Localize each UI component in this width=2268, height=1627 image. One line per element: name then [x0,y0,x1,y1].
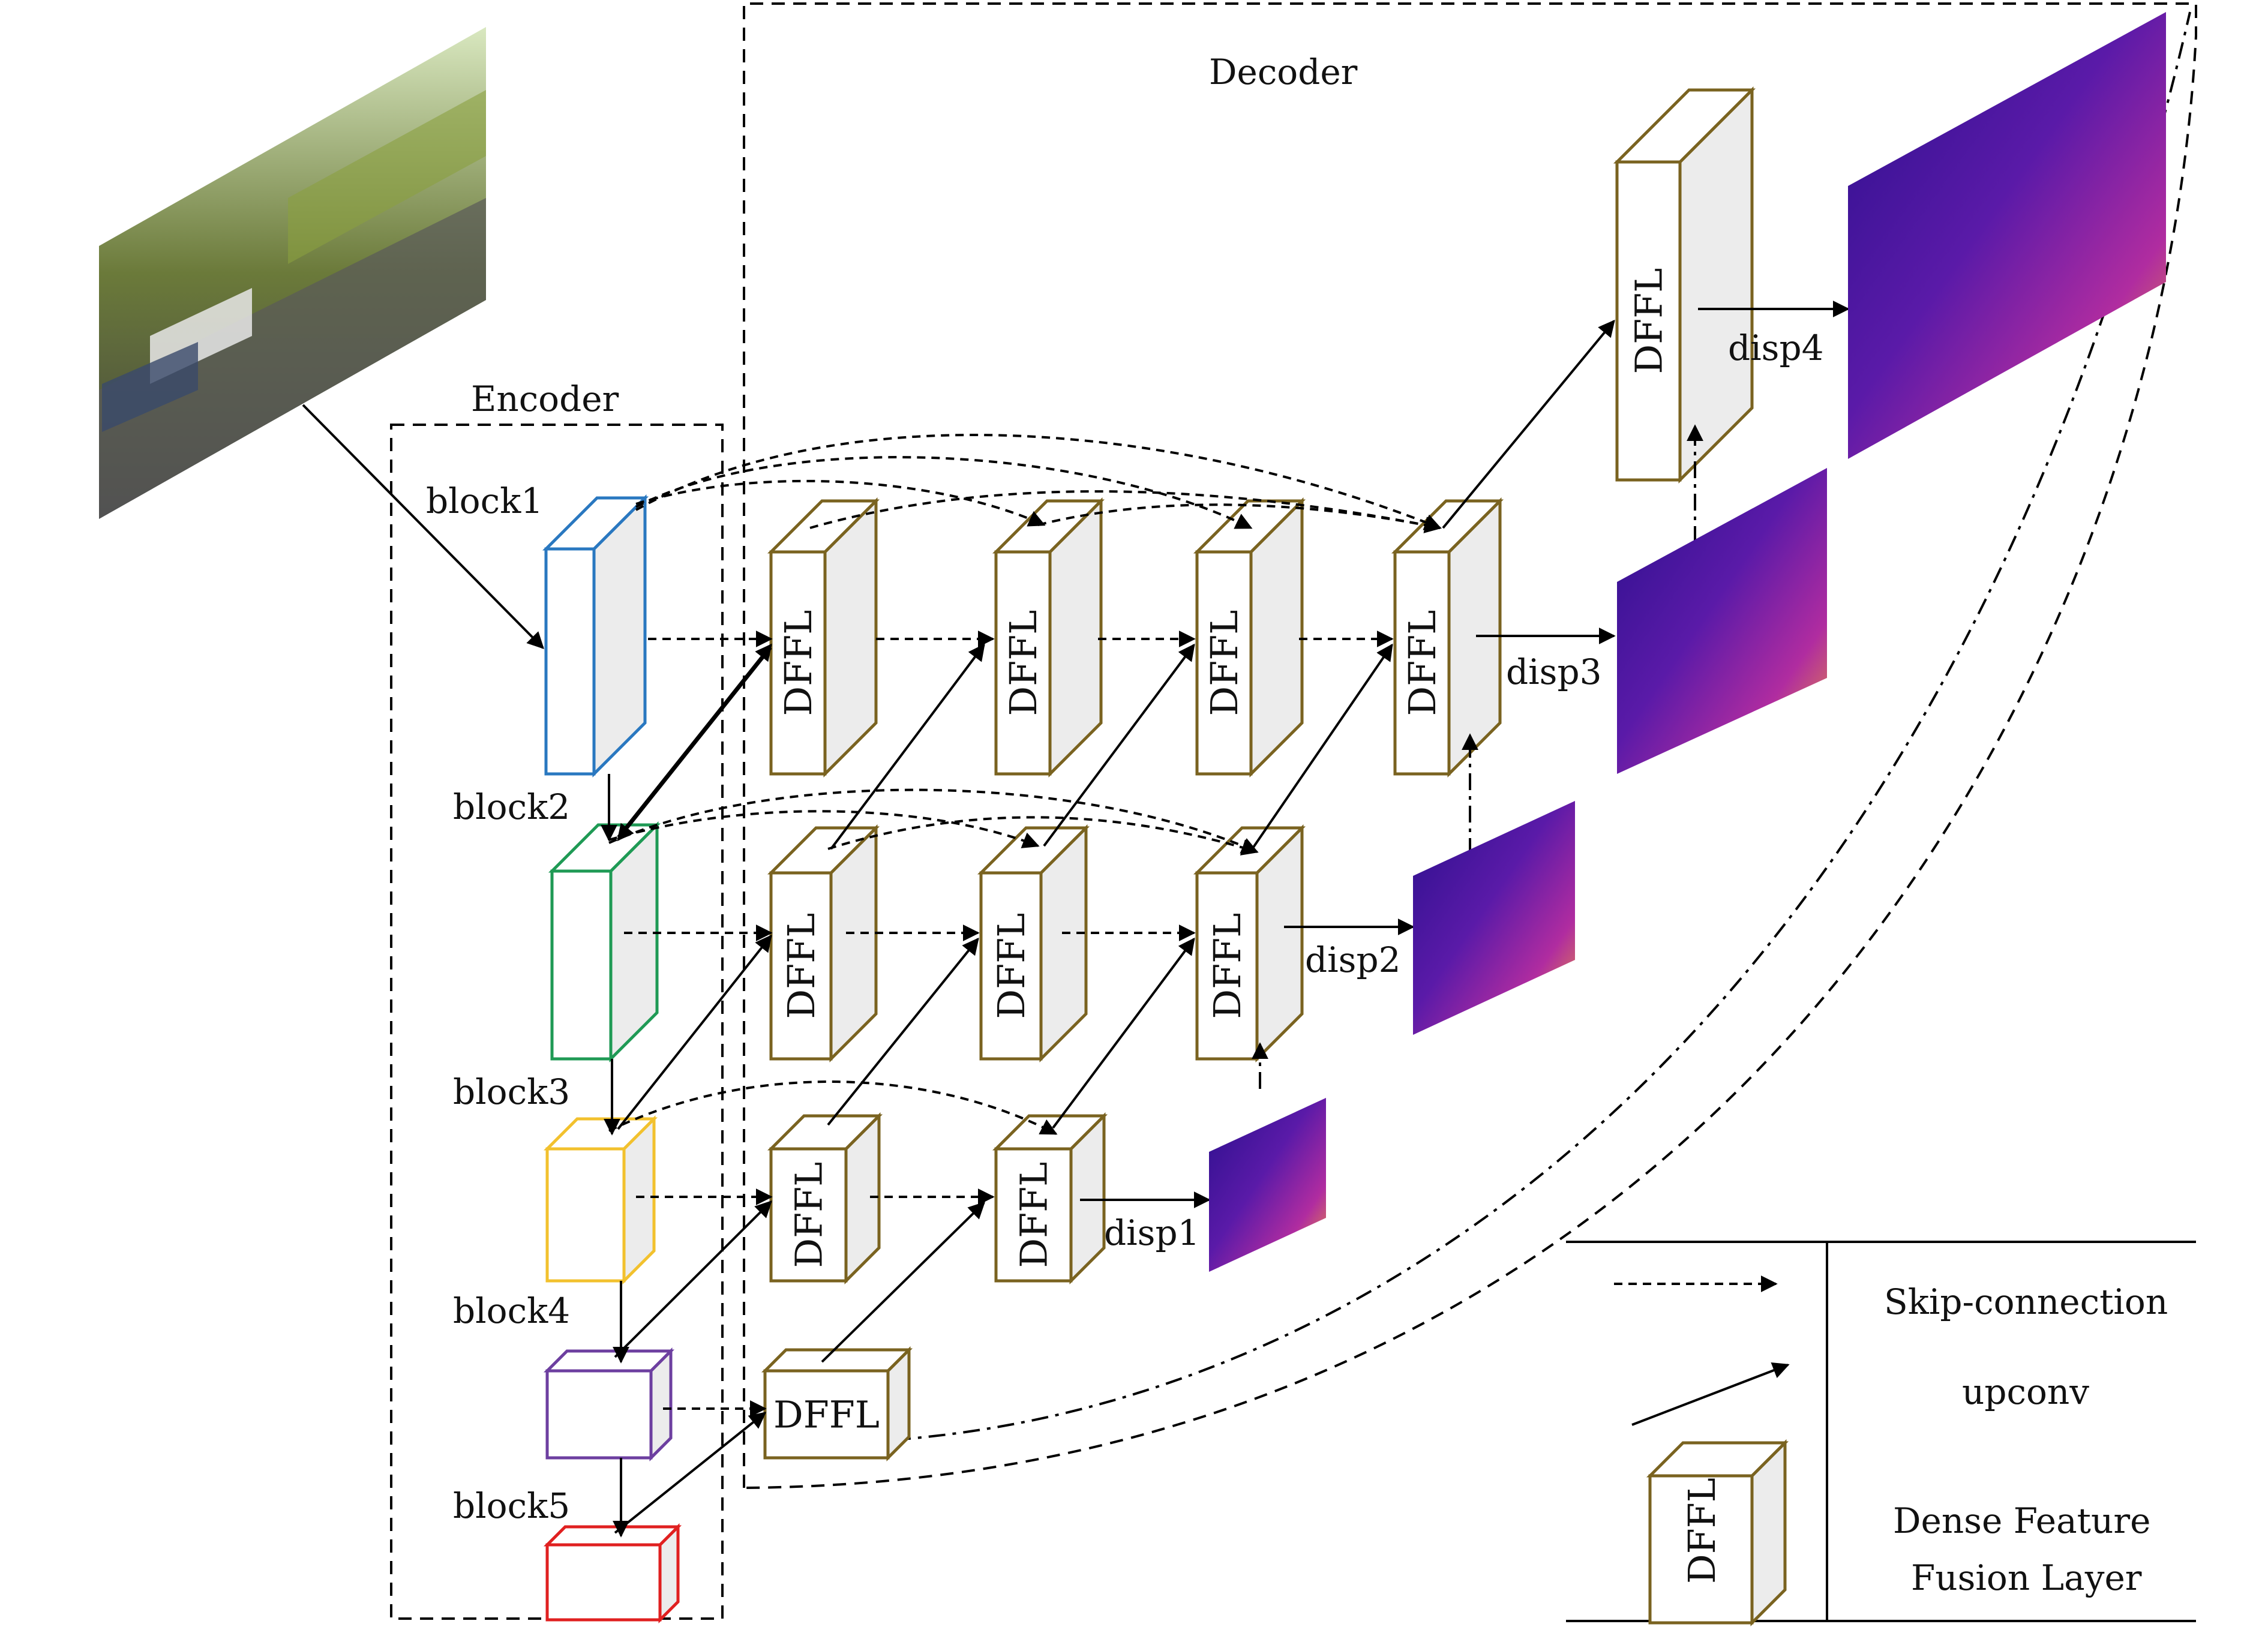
disparity-map-1 [1209,1098,1326,1272]
decoder-label: Decoder [1209,52,1358,92]
disparity-map-2 [1413,801,1575,1035]
disparity-map-4 [1848,12,2166,459]
disp-arrows [1080,301,1850,1208]
disparity-map-3 [1617,468,1827,774]
dffl-r3-c1-label: DFFL [787,1162,831,1268]
legend-dffl-text: DFFL [1680,1478,1724,1584]
disp1-label: disp1 [1104,1212,1199,1253]
encoder-label: Encoder [471,379,619,419]
dffl-r2-c2: DFFL [977,824,1090,1063]
input-image [99,27,486,519]
legend-dffl-box: DFFL [1646,1439,1789,1627]
dffl-r3-c2: DFFL [992,1112,1108,1285]
dffl-r1-c3: DFFL [1193,497,1306,778]
dffl-r3-c1: DFFL [767,1112,883,1285]
dffl-r3-c2-label: DFFL [1012,1162,1056,1268]
dffl-r2-c2-label: DFFL [989,913,1033,1019]
dffl-r2-c1: DFFL [767,824,880,1063]
upconv-arrows [614,319,1615,1534]
encoder-block3 [543,1115,658,1285]
dffl-r1-c3-label: DFFL [1202,610,1246,716]
decoder-region-dashdot [893,11,2191,1441]
dffl-top: DFFL [1613,86,1756,484]
legend-dffl-line2: Fusion Layer [1911,1557,2142,1598]
dffl-top-label: DFFL [1627,268,1671,374]
dffl-r4-c1-label: DFFL [773,1393,880,1437]
encoder-block4 [543,1347,675,1462]
dffl-r1-c4-label: DFFL [1400,610,1444,716]
block3-label: block3 [453,1071,570,1112]
disp4-label: disp4 [1728,328,1823,368]
encoder-block1 [542,494,649,778]
legend: DFFL Skip-connection upconv Dense Featur… [1566,1241,2196,1627]
dffl-r1-c4: DFFL [1391,497,1504,778]
input-to-block1-arrow [302,404,544,649]
legend-upconv-arrow [1631,1362,1790,1426]
dffl-r1-c2-label: DFFL [1001,610,1045,716]
dffl-r2-c1-label: DFFL [779,913,823,1019]
dffl-r1-c2: DFFL [992,497,1105,778]
disp2-label: disp2 [1305,939,1400,980]
block4-label: block4 [453,1290,570,1331]
dffl-cells: DFFL DFFL DFFL DFFL DFFL DFFL DFFL DFFL DFFL DFFL… [761,86,1756,1462]
dffl-r2-c3-label: DFFL [1205,913,1249,1019]
encoder-block5 [543,1523,682,1624]
block5-label: block5 [453,1485,570,1526]
legend-upconv-label: upconv [1962,1371,2089,1412]
disp3-label: disp3 [1506,652,1601,692]
dffl-r1-c1: DFFL [767,497,880,778]
skip-connections [608,434,1442,1417]
encoder-block2 [548,821,661,1063]
block1-label: block1 [426,481,543,521]
dffl-r1-c1-label: DFFL [776,610,820,716]
dffl-r2-c3: DFFL [1193,824,1306,1063]
block2-label: block2 [453,787,570,827]
dffl-r4-c1: DFFL [761,1346,913,1462]
legend-dffl-line1: Dense Feature [1893,1500,2150,1541]
legend-skip-label: Skip-connection [1884,1281,2168,1322]
